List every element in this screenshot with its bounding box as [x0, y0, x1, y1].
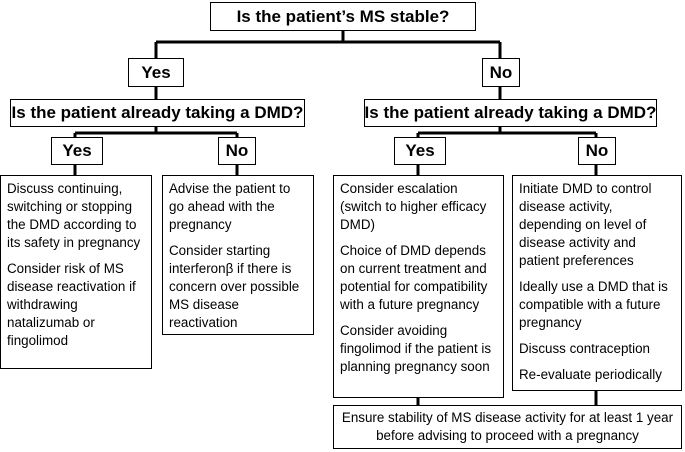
advice-paragraph: Advise the patient to go ahead with the …	[169, 181, 291, 232]
advice-paragraph: Discuss continuing, switching or stoppin…	[7, 181, 141, 250]
left-no-label-box: No	[218, 137, 256, 165]
right-question-box: Is the patient already taking a DMD?	[364, 99, 657, 127]
right-yes-label: Yes	[405, 141, 435, 160]
advice-paragraph: Consider avoiding fingolimod if the pati…	[340, 323, 492, 374]
right-yes-label-box: Yes	[394, 137, 446, 165]
advice-paragraph: Re-evaluate periodically	[519, 367, 662, 382]
yes-label: Yes	[141, 62, 171, 82]
no-label: No	[489, 62, 513, 82]
advice-paragraph: Initiate DMD to control disease activity…	[519, 181, 652, 268]
right-question: Is the patient already taking a DMD?	[364, 103, 657, 122]
root-question: Is the patient’s MS stable?	[236, 6, 450, 26]
advice-paragraph: Ideally use a DMD that is compatible wit…	[519, 279, 668, 330]
final-recommendation-box: Ensure stability of MS disease activity …	[333, 405, 682, 449]
stable-not-taking-dmd-advice: Advise the patient to go ahead with the …	[162, 175, 314, 335]
unstable-not-taking-dmd-advice: Initiate DMD to control disease activity…	[512, 175, 682, 391]
advice-paragraph: Discuss contraception	[519, 341, 650, 356]
right-no-label-box: No	[578, 137, 616, 165]
left-no-label: No	[225, 141, 249, 160]
advice-paragraph: Choice of DMD depends on current treatme…	[340, 243, 488, 312]
right-no-label: No	[585, 141, 609, 160]
unstable-taking-dmd-advice: Consider escalation (switch to higher ef…	[333, 175, 504, 398]
left-question-box: Is the patient already taking a DMD?	[10, 99, 305, 127]
final-recommendation: Ensure stability of MS disease activity …	[341, 410, 674, 443]
left-yes-label-box: Yes	[51, 137, 103, 165]
root-question-box: Is the patient’s MS stable?	[210, 2, 476, 31]
left-question: Is the patient already taking a DMD?	[11, 103, 304, 122]
advice-paragraph: Consider risk of MS disease reactivation…	[7, 261, 136, 348]
advice-paragraph: Consider starting interferonβ if there i…	[169, 243, 300, 330]
stable-taking-dmd-advice: Discuss continuing, switching or stoppin…	[0, 175, 152, 369]
advice-paragraph: Consider escalation (switch to higher ef…	[340, 181, 487, 232]
left-yes-label: Yes	[62, 141, 92, 160]
no-label-box: No	[482, 58, 520, 87]
yes-label-box: Yes	[128, 58, 184, 87]
